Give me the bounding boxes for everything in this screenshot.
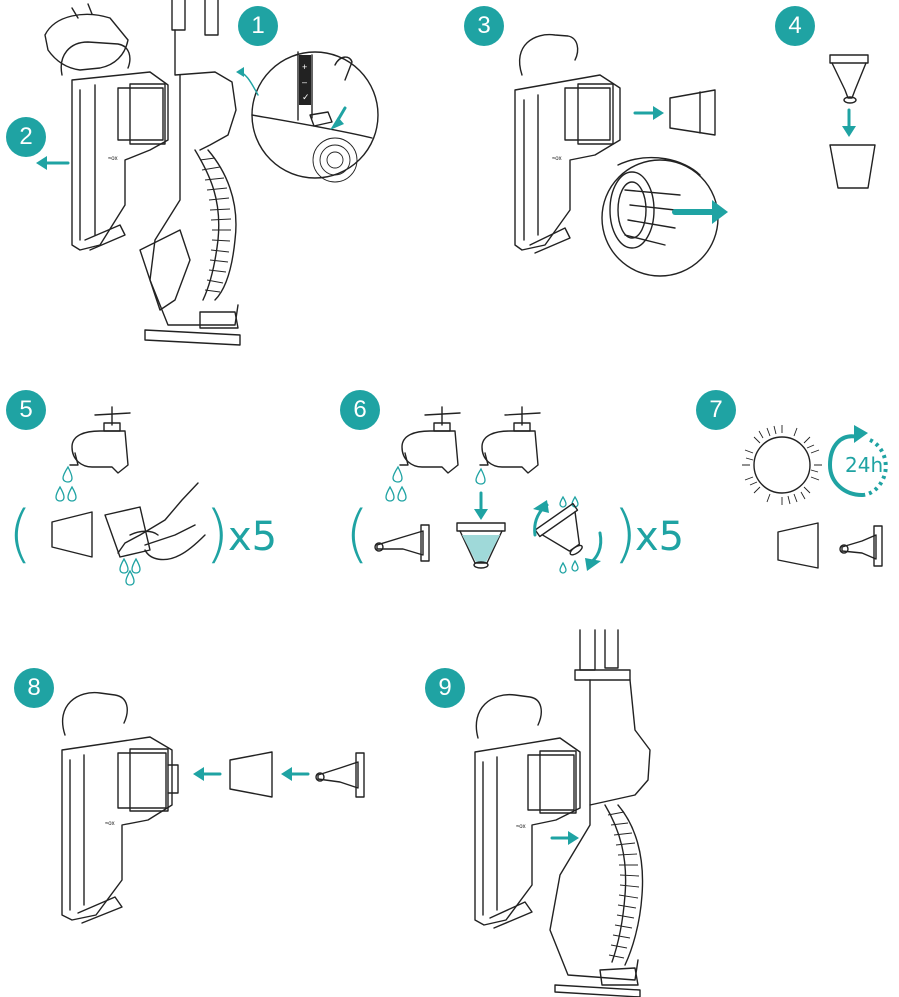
step-badge-3: 3 [464,6,504,46]
step-badge-8: 8 [14,668,54,708]
paren-close: ) [613,503,637,565]
repeat-count-label: x5 [635,517,684,557]
panel-step-8: ≈ox 8 [0,665,400,925]
step-badge-5: 5 [6,390,46,430]
faucet-icon [400,407,460,473]
arrow-left-icon [0,665,400,925]
sun-icon [742,425,822,505]
step-badge-9: 9 [425,668,465,708]
dry-time-label: 24h [845,455,883,475]
water-drop-icon [56,467,140,585]
panel-step-6: ( ) x5 6 [335,385,685,600]
panel-step-9: ≈ox 9 [420,630,680,997]
faucet-icon [70,407,130,473]
wash-container-illustration [0,385,300,600]
panel-step-4: 4 [760,0,899,200]
step-badge-6: 6 [340,390,380,430]
panel-step-5: ( ) x5 5 [0,385,300,600]
panel-step-1-2: ≈ox + – ✓ [0,0,390,350]
paren-open: ( [345,503,369,565]
panel-step-7: 24h 7 [690,385,899,600]
panel-step-3: ≈ox 3 [460,0,740,300]
step-badge-1: 1 [238,6,278,46]
arrow-left-icon [0,0,390,350]
step-badge-4: 4 [775,6,815,46]
paren-open: ( [8,503,32,565]
faucet-icon [480,407,540,473]
step-badge-2: 2 [6,117,46,157]
paren-close: ) [205,503,229,565]
step-badge-7: 7 [696,390,736,430]
repeat-count-label: x5 [228,517,277,557]
arrow-right-icon [460,0,740,300]
